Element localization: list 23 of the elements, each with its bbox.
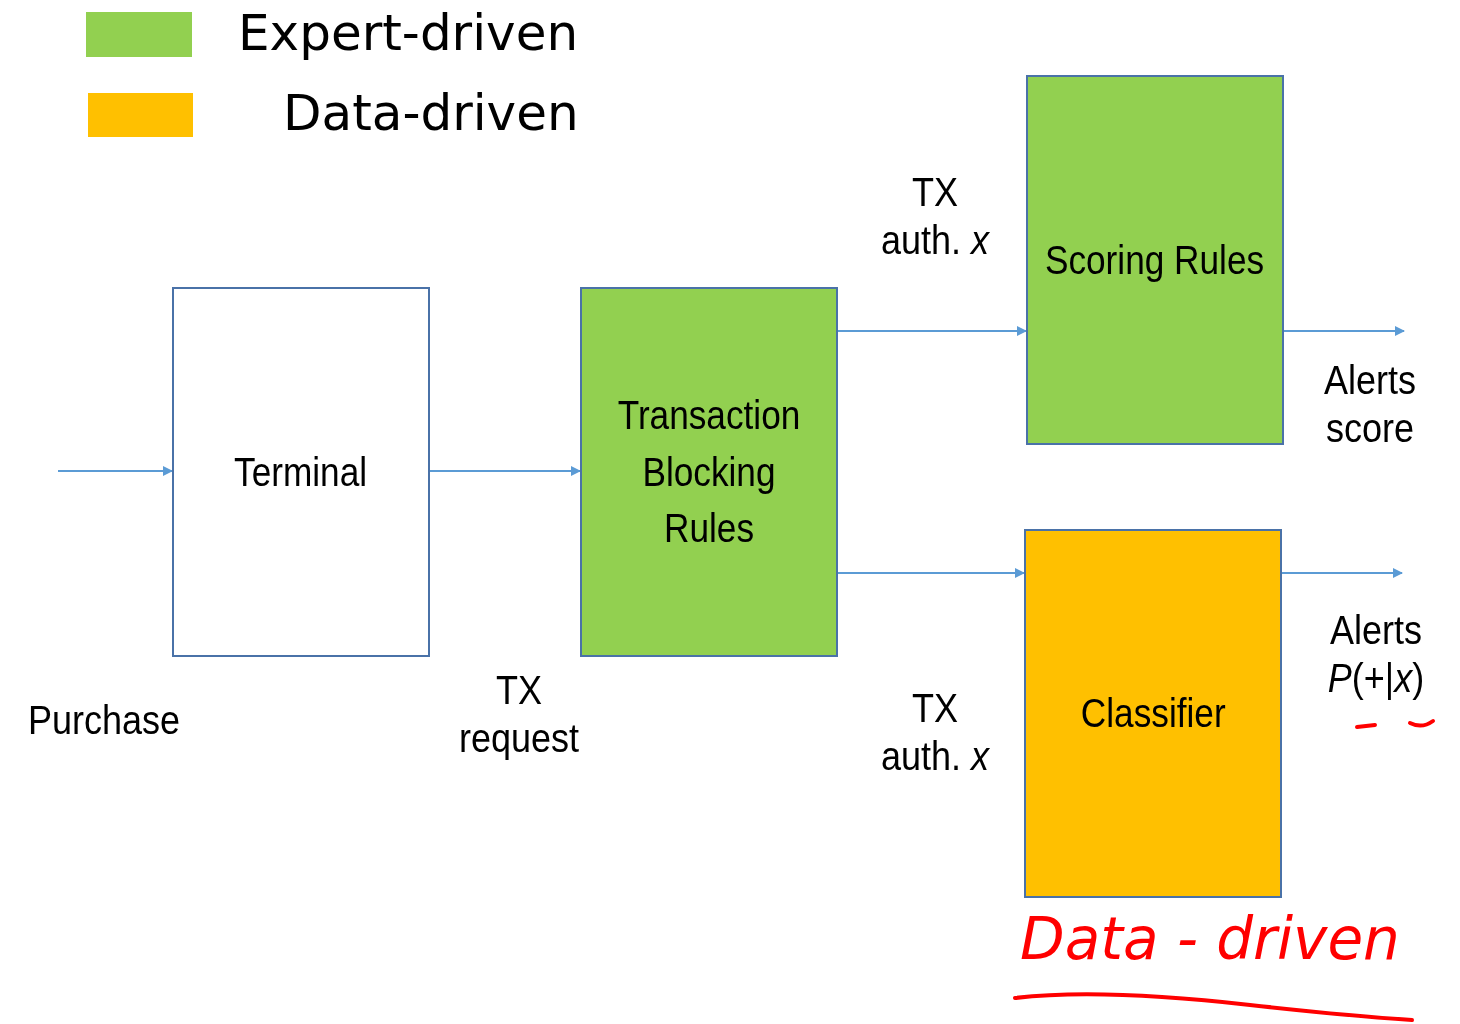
- legend-label: Data-driven: [283, 88, 579, 138]
- terminal-box: [172, 287, 430, 657]
- box-label: Scoring Rules: [1045, 236, 1265, 284]
- text-label: Alerts P(+|x): [1326, 607, 1426, 702]
- arrow: [837, 326, 1027, 336]
- text-label: TX request: [457, 667, 581, 762]
- legend-label: Expert-driven: [238, 8, 579, 58]
- text-label: TX auth. x: [879, 169, 991, 264]
- box-label: Classifier: [1080, 690, 1226, 738]
- process-box: [1026, 75, 1284, 445]
- arrow: [837, 568, 1025, 578]
- text-label: TX auth. x: [879, 685, 991, 780]
- text-label: Purchase: [26, 697, 182, 744]
- handwritten-note: Data - driven: [1020, 905, 1401, 975]
- box-label: Terminal: [234, 448, 368, 496]
- process-box: [1024, 529, 1282, 898]
- arrow: [429, 466, 581, 476]
- arrow: [1283, 326, 1405, 336]
- arrow: [1281, 568, 1403, 578]
- text-label: Alerts score: [1323, 357, 1417, 452]
- box-label: Transaction Blocking Rules: [616, 391, 802, 553]
- process-box: [580, 287, 838, 657]
- arrow: [57, 466, 173, 476]
